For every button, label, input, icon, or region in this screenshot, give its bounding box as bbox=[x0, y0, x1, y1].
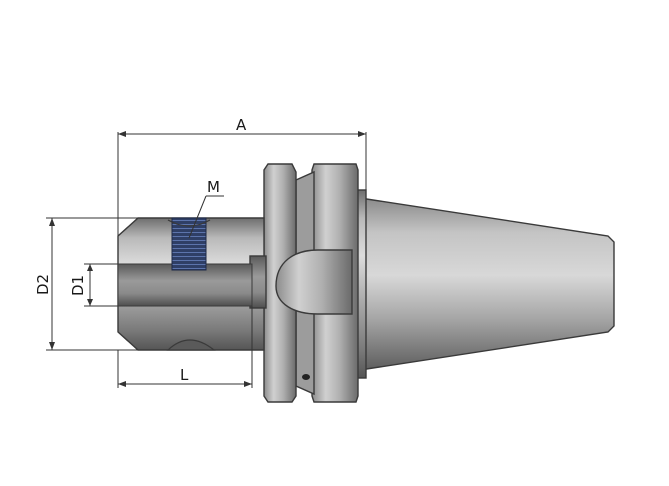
label-A: A bbox=[236, 116, 247, 134]
threaded-hole bbox=[171, 217, 207, 271]
bottom-relief bbox=[166, 339, 216, 351]
label-D1: D1 bbox=[69, 275, 87, 296]
taper-shank bbox=[359, 197, 615, 371]
drive-slot bbox=[275, 249, 353, 315]
hole-top-lip bbox=[167, 219, 211, 227]
label-L: L bbox=[180, 366, 189, 384]
label-D2: D2 bbox=[34, 274, 52, 295]
bore bbox=[117, 263, 253, 307]
label-M: M bbox=[207, 178, 220, 196]
orientation-hole bbox=[302, 374, 310, 380]
